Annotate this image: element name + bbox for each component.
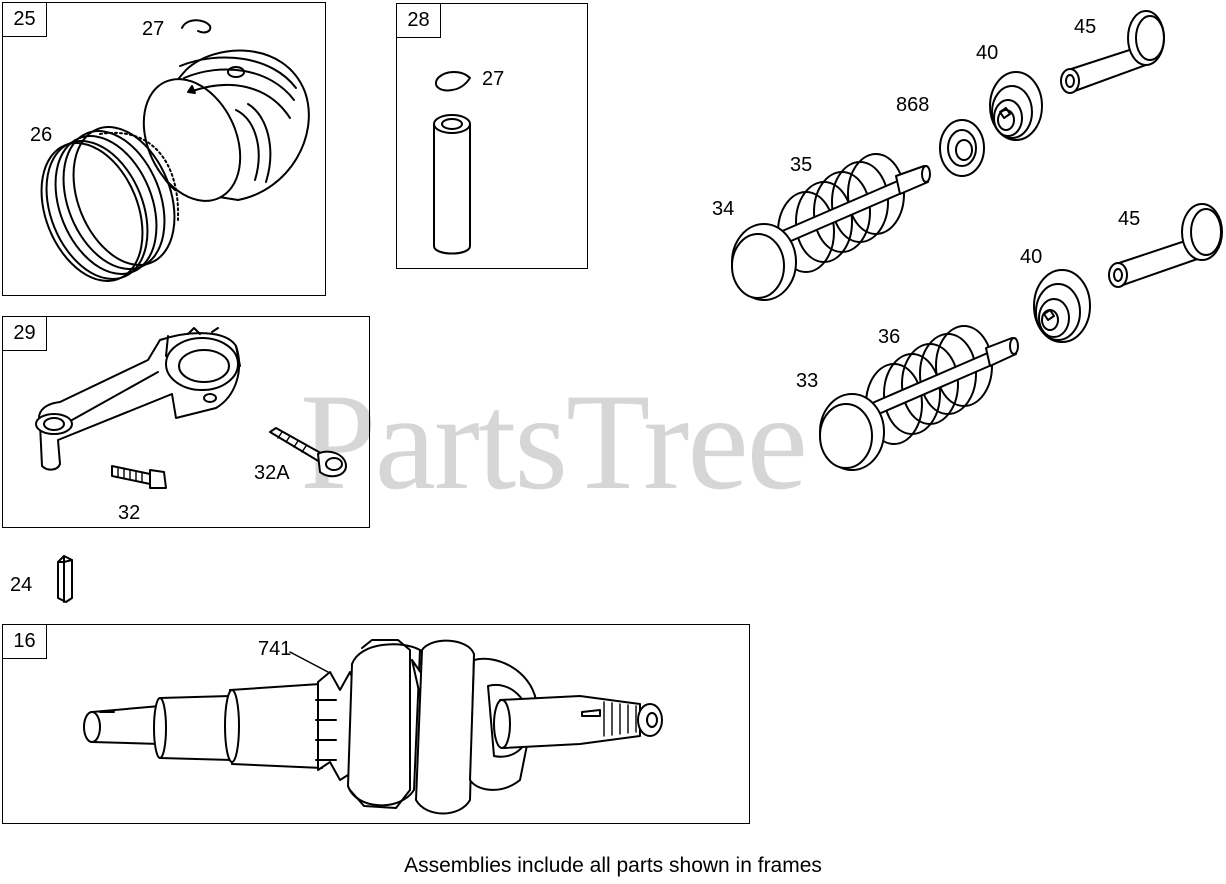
callout-keeper-top[interactable]: 40 — [976, 42, 999, 64]
frame-number: 25 — [3, 3, 47, 37]
valve-seal[interactable] — [940, 120, 984, 176]
callout-seal[interactable]: 868 — [896, 94, 930, 116]
frame-number: 16 — [3, 625, 47, 659]
crankshaft-drawing[interactable] — [84, 640, 662, 814]
footer-note: Assemblies include all parts shown in fr… — [404, 854, 822, 877]
valve-keeper-lower[interactable] — [1034, 270, 1090, 342]
valve-spring-upper[interactable] — [778, 154, 904, 272]
callout-keeper-bottom[interactable]: 40 — [1020, 246, 1043, 268]
frame-number: 28 — [397, 4, 441, 38]
valve-upper[interactable] — [732, 166, 930, 300]
gear-leader-line — [290, 652, 328, 672]
callout-retainer-pin[interactable]: 27 — [482, 68, 505, 90]
frame-number: 29 — [3, 317, 47, 351]
callout-bolt-32a[interactable]: 32A — [254, 462, 290, 484]
tappet-upper[interactable] — [1061, 11, 1164, 93]
frame-connecting-rod[interactable]: 29 — [2, 316, 370, 528]
callout-key[interactable]: 24 — [10, 574, 33, 596]
tappet-lower[interactable] — [1109, 204, 1222, 287]
connecting-rod-drawing[interactable] — [36, 328, 240, 470]
callout-tappet-top[interactable]: 45 — [1074, 16, 1097, 38]
frame-piston-pin[interactable]: 28 — [396, 3, 588, 269]
piston-retainer-clip-top[interactable] — [182, 20, 210, 32]
frame-piston-assembly[interactable]: 25 — [2, 2, 326, 296]
callout-spring-top[interactable]: 35 — [790, 154, 813, 176]
frame-crankshaft[interactable]: 16 — [2, 624, 750, 824]
rod-bolt-32a[interactable] — [270, 428, 346, 476]
piston-drawing[interactable] — [125, 51, 309, 217]
watermark: PartsTree — [300, 365, 808, 518]
valve-keeper-upper[interactable] — [990, 72, 1042, 140]
callout-tappet-bottom[interactable]: 45 — [1118, 208, 1141, 230]
rod-bolt-32[interactable] — [112, 466, 166, 488]
callout-bolt-32[interactable]: 32 — [118, 502, 141, 524]
callout-valve-bottom[interactable]: 33 — [796, 370, 819, 392]
piston-pin-drawing[interactable] — [434, 115, 470, 254]
callout-rings[interactable]: 26 — [30, 124, 53, 146]
callout-gear[interactable]: 741 — [258, 638, 292, 660]
piston-pin-retainer-clip[interactable] — [436, 72, 470, 90]
callout-spring-bottom[interactable]: 36 — [878, 326, 901, 348]
callout-valve-top[interactable]: 34 — [712, 198, 735, 220]
valve-lower[interactable] — [820, 338, 1018, 470]
callout-retainer-top[interactable]: 27 — [142, 18, 165, 40]
piston-rings-drawing[interactable] — [22, 112, 193, 296]
crankshaft-key[interactable] — [58, 556, 72, 602]
